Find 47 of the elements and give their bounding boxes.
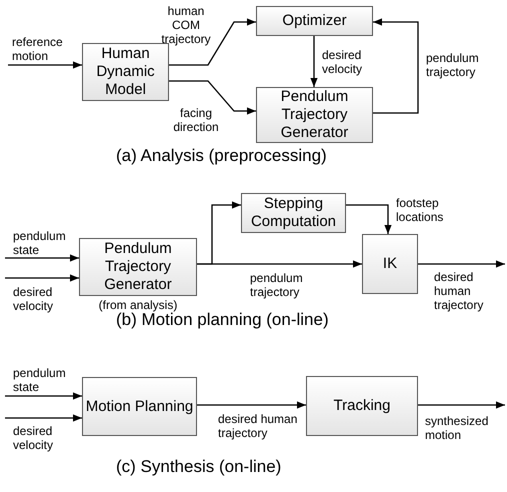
box-label: IK <box>382 255 398 273</box>
box-label: Human Dynamic Model <box>95 45 156 99</box>
edge-label: reference motion <box>12 35 64 63</box>
arrow <box>346 204 392 234</box>
arrow <box>418 401 505 409</box>
process-box <box>241 193 346 233</box>
arrow <box>197 260 362 268</box>
arrow <box>5 414 82 422</box>
process-box <box>362 234 418 294</box>
edge-label: desired velocity <box>13 285 54 313</box>
edge-label: facing direction <box>172 106 220 134</box>
arrow <box>169 80 256 115</box>
arrow <box>418 260 505 268</box>
edge-label: desired velocity <box>322 48 364 76</box>
process-box <box>82 377 197 436</box>
box-label: Pendulum Trajectory Generator <box>103 240 173 294</box>
edge-label: pendulum trajectory <box>250 271 304 299</box>
box-label: Optimizer <box>282 12 347 30</box>
panel-caption: (a) Analysis (preprocessing) <box>116 146 327 166</box>
edge-label: pendulum state <box>13 229 67 257</box>
arrow <box>169 18 256 66</box>
process-box <box>256 87 373 143</box>
box-label: Pendulum Trajectory Generator <box>280 88 350 142</box>
edge-label: pendulum trajectory <box>426 51 480 79</box>
edge-label: desired human trajectory <box>218 412 298 440</box>
box-label: Motion Planning <box>86 398 194 416</box>
process-box <box>256 6 373 36</box>
arrow <box>373 18 419 114</box>
edge-label: desired velocity <box>13 424 54 452</box>
arrow <box>197 401 306 409</box>
edge-label: desired human trajectory <box>434 270 484 312</box>
arrow <box>5 254 79 262</box>
edge-label: human COM trajectory <box>160 4 212 46</box>
box-caption: (from analysis) <box>98 298 178 312</box>
box-label: Stepping Computation <box>250 195 338 231</box>
box-label: Tracking <box>334 397 390 415</box>
edge-label: pendulum state <box>13 366 67 394</box>
arrow <box>5 274 79 282</box>
arrow <box>8 61 82 69</box>
arrow <box>310 36 318 87</box>
edge-label: synthesized motion <box>425 414 490 442</box>
process-box <box>306 376 418 436</box>
panel-caption: (b) Motion planning (on-line) <box>116 310 329 330</box>
panel-caption: (c) Synthesis (on-line) <box>116 457 282 477</box>
process-box <box>79 238 197 296</box>
arrow <box>5 392 82 400</box>
edge-label: footstep locations <box>396 196 444 224</box>
